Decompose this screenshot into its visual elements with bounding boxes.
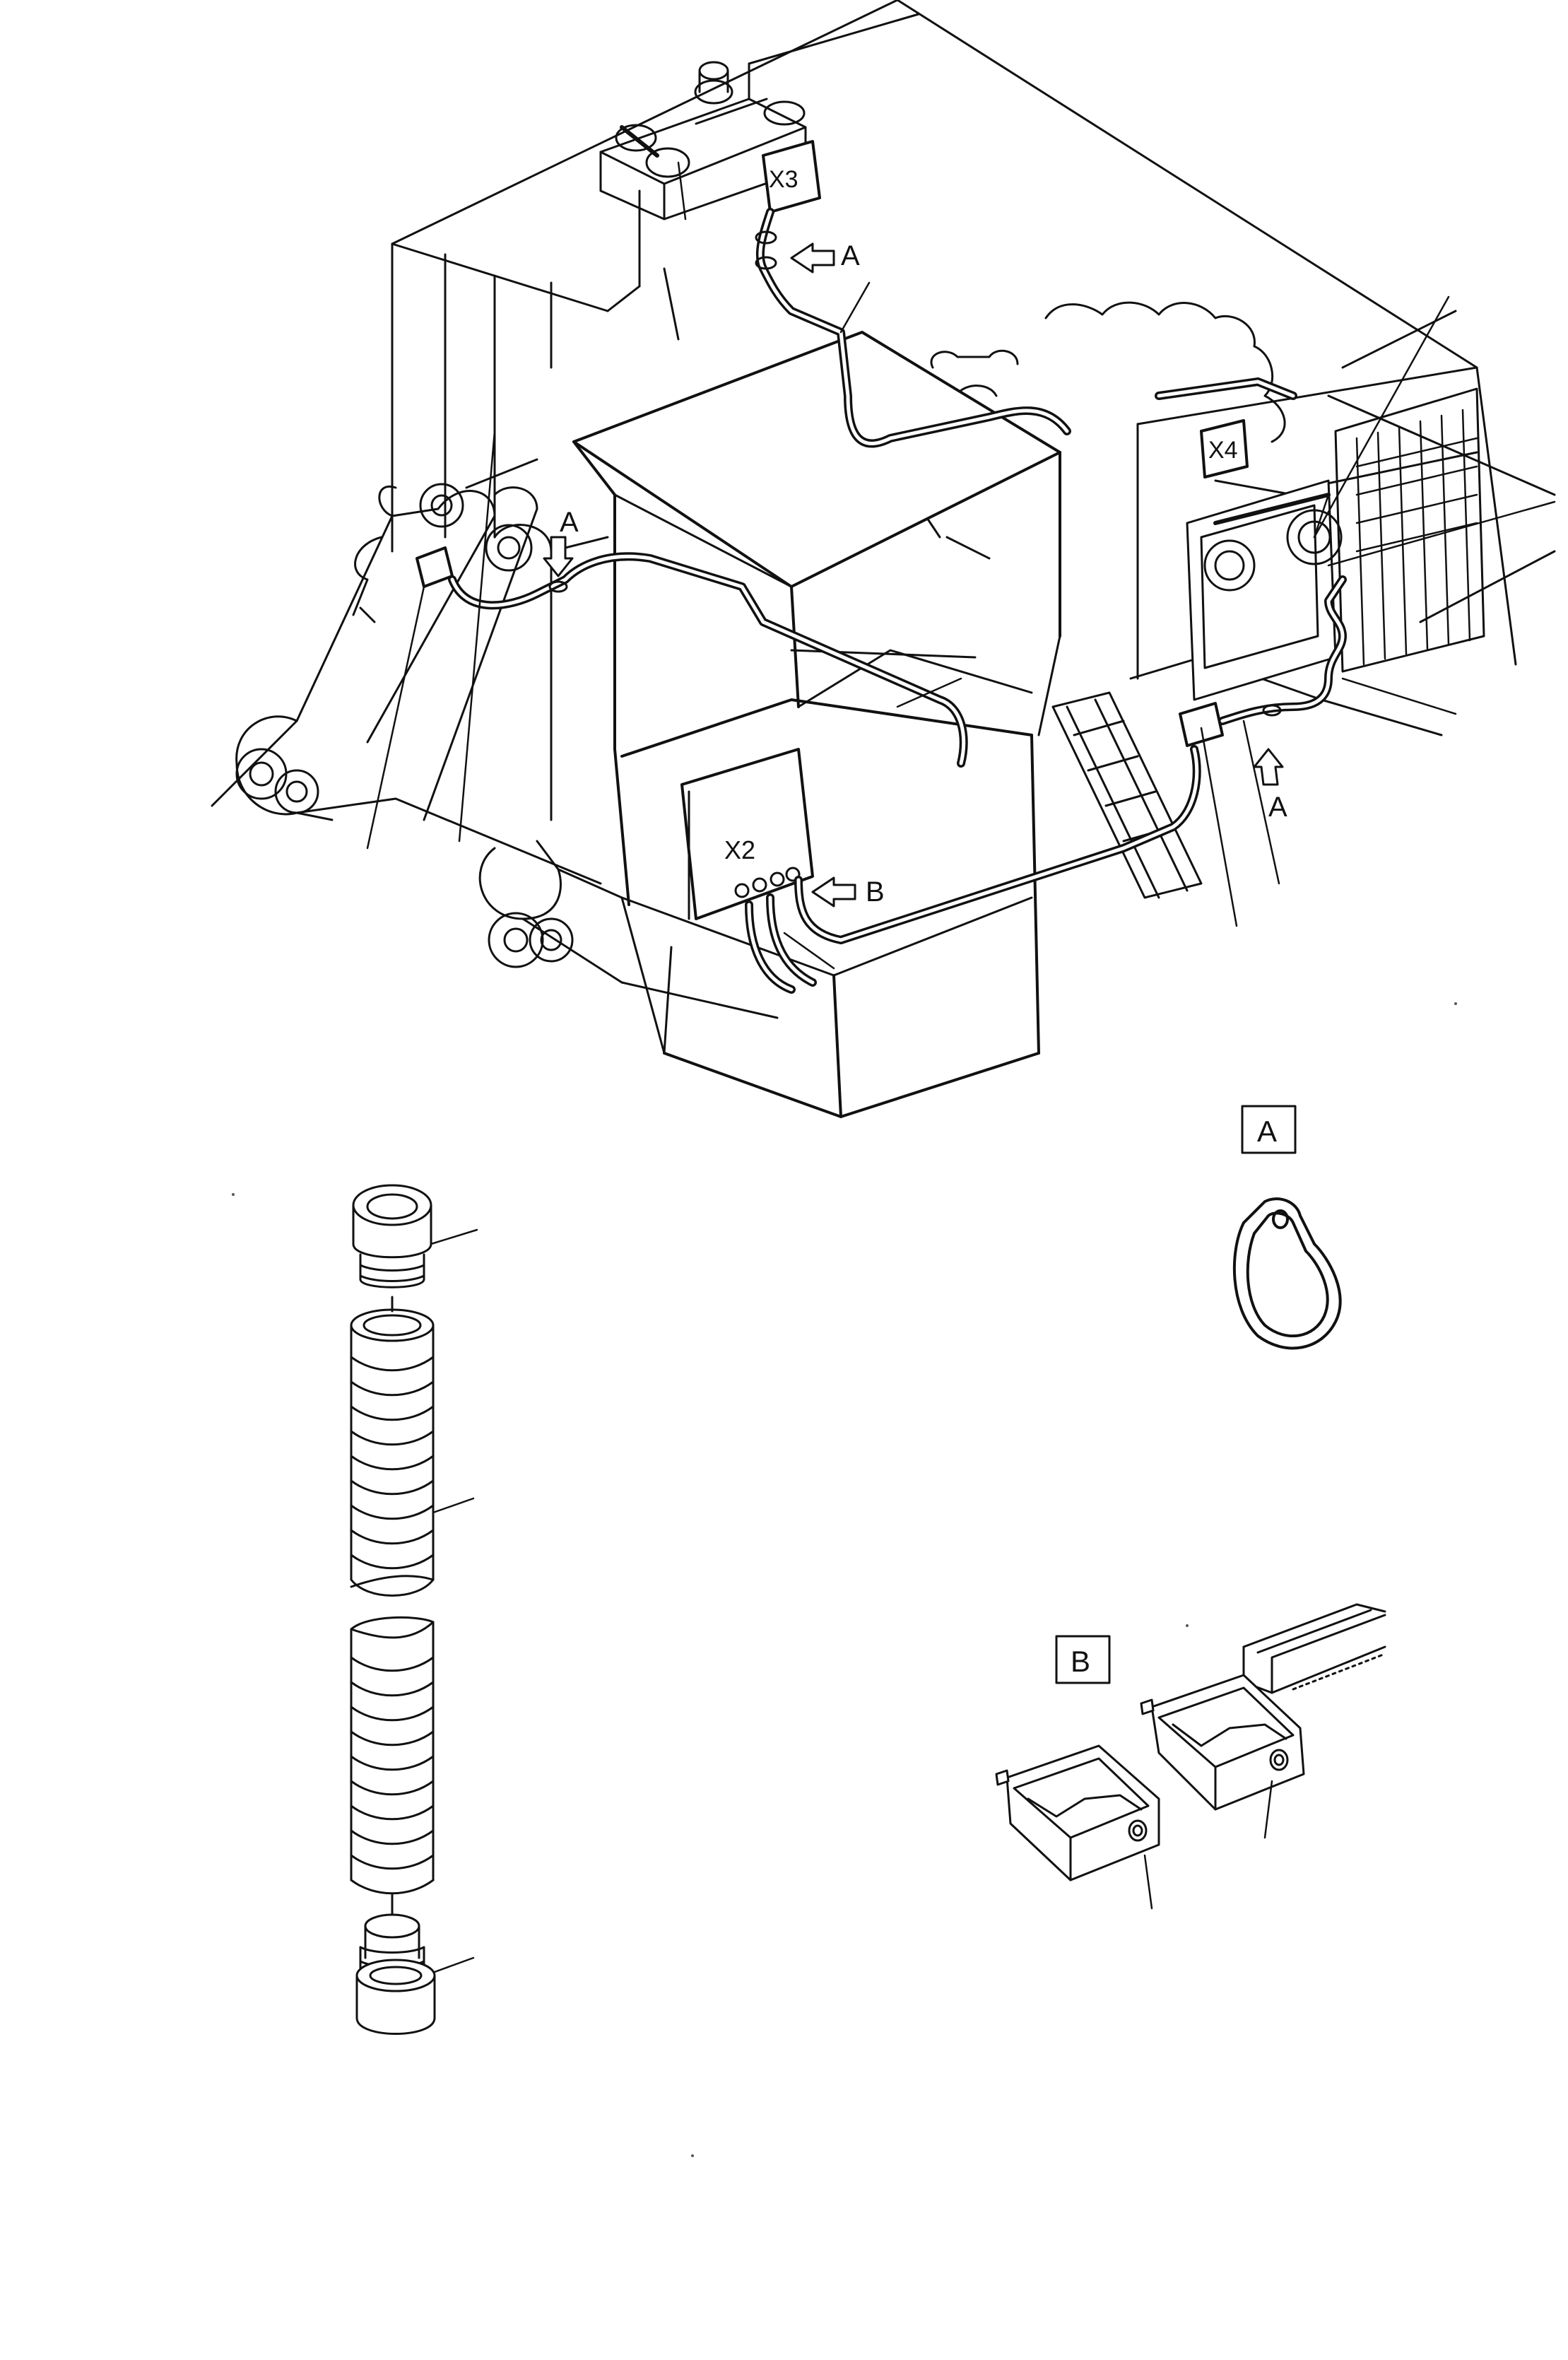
view-arrow-a-right: A <box>1253 748 1287 823</box>
cable-clamps <box>548 230 1282 717</box>
detail-a: A <box>1232 1105 1342 1350</box>
view-arrow-b: B <box>811 876 885 908</box>
view-a-label-left: A <box>560 507 579 538</box>
mounting-rail <box>1242 1603 1386 1694</box>
detail-b-title: B <box>1071 1645 1090 1678</box>
connector-x3-label: X3 <box>769 166 798 193</box>
view-a-label-right: A <box>1268 792 1287 823</box>
boom-sensor-connector <box>415 546 454 588</box>
p-clamp-icon <box>1232 1197 1342 1350</box>
view-b-label: B <box>866 876 885 908</box>
callout-leaders <box>366 161 1556 970</box>
ladder-junction-box <box>1179 702 1224 747</box>
cable-holder-upper <box>1140 1674 1305 1811</box>
connector-x4: X4 <box>1200 419 1249 479</box>
radiator-grille <box>1334 387 1485 673</box>
rear-electrical-panel <box>1186 479 1343 701</box>
detail-a-title: A <box>1257 1115 1277 1148</box>
view-arrow-a-left: A <box>543 507 579 577</box>
conduit-leaders <box>430 1228 478 1973</box>
boom-arms <box>211 458 779 1019</box>
view-a-label-top: A <box>841 240 860 271</box>
view-arrow-a-top: A <box>790 240 860 274</box>
connector-x2-panel: X2 <box>680 748 814 920</box>
conduit-assembly <box>350 1184 436 2035</box>
connector-x4-label: X4 <box>1208 437 1238 464</box>
cable-holder-lower <box>995 1744 1160 1881</box>
detail-b: B <box>995 1603 1386 1910</box>
detail-b-leaders <box>1143 1780 1273 1910</box>
battery-switch-unit <box>599 61 807 221</box>
connector-x3: X3 <box>762 140 821 213</box>
central-cab-box <box>572 331 1061 1118</box>
scan-specks <box>232 1002 1457 2157</box>
connector-x2-label: X2 <box>724 835 755 864</box>
machine-superstructure <box>391 0 1556 736</box>
